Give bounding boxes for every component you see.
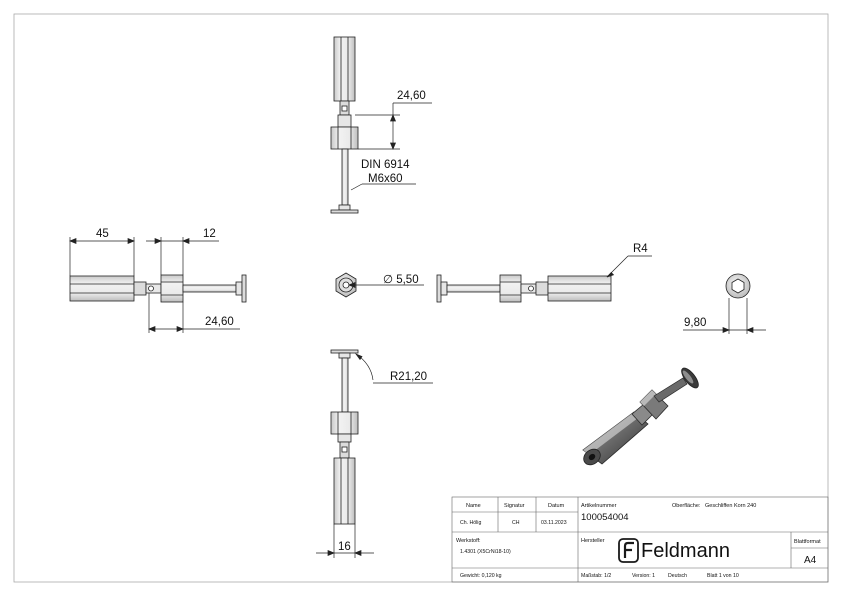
- left-bottom-length-label: 24,60: [205, 316, 234, 328]
- left-length-label: 45: [96, 228, 109, 240]
- sheet-format-value: A4: [804, 555, 817, 566]
- manufacturer-label: Hersteller: [581, 538, 605, 544]
- far-right-end-view: [725, 273, 751, 299]
- thread-label: M6x60: [368, 173, 403, 185]
- left-view: [69, 274, 247, 303]
- top-length-label: 24,60: [397, 90, 426, 102]
- center-end-view: [335, 272, 357, 298]
- top-view: [330, 36, 359, 214]
- din-label: DIN 6914: [361, 159, 410, 171]
- bottom-radius-label: R21,20: [390, 371, 427, 383]
- center-diameter-label: ∅ 5,50: [383, 274, 419, 286]
- right-width-label: 9,80: [684, 317, 706, 329]
- article-label: Artikelnummer: [581, 503, 617, 509]
- language: Deutsch: [668, 573, 687, 579]
- left-hex-label: 12: [203, 228, 216, 240]
- drawing-frame: [13, 13, 829, 583]
- signature-value: CH: [512, 520, 520, 526]
- article-number: 100054004: [581, 512, 629, 523]
- name-header: Name: [466, 503, 481, 509]
- name-value: Ch. Hölig: [460, 520, 481, 526]
- bottom-view: [330, 349, 359, 525]
- feldmann-logo: Feldmann: [618, 538, 730, 563]
- signature-header: Signatur: [504, 503, 525, 509]
- right-view: [436, 274, 612, 303]
- version: Version: 1: [632, 573, 655, 579]
- material-label: Werkstoff:: [456, 538, 481, 544]
- surface-value: Geschliffen Korn 240: [705, 503, 756, 509]
- weight: Gewicht: 0,120 kg: [460, 573, 502, 579]
- date-value: 03.11.2023: [541, 520, 567, 526]
- sheet: Blatt 1 von 10: [707, 573, 739, 579]
- sheet-format-label: Blattformat: [794, 539, 821, 545]
- right-radius-label: R4: [633, 243, 648, 255]
- center-dims: [348, 281, 424, 289]
- date-header: Datum: [548, 503, 565, 509]
- title-block: [451, 496, 829, 583]
- top-view-dims: [350, 102, 432, 191]
- scale: Maßstab: 1/2: [581, 573, 611, 579]
- logo-text: Feldmann: [641, 540, 730, 562]
- bottom-view-dims: [316, 353, 433, 558]
- left-view-dims: [69, 237, 240, 333]
- right-view-dims: [606, 255, 652, 278]
- far-right-dims: [683, 298, 766, 334]
- surface-label: Oberfläche:: [672, 503, 701, 509]
- bottom-width-label: 16: [338, 541, 351, 553]
- material-value: 1.4301 (X5CrNi18-10): [460, 549, 511, 555]
- isometric-view: [582, 367, 699, 466]
